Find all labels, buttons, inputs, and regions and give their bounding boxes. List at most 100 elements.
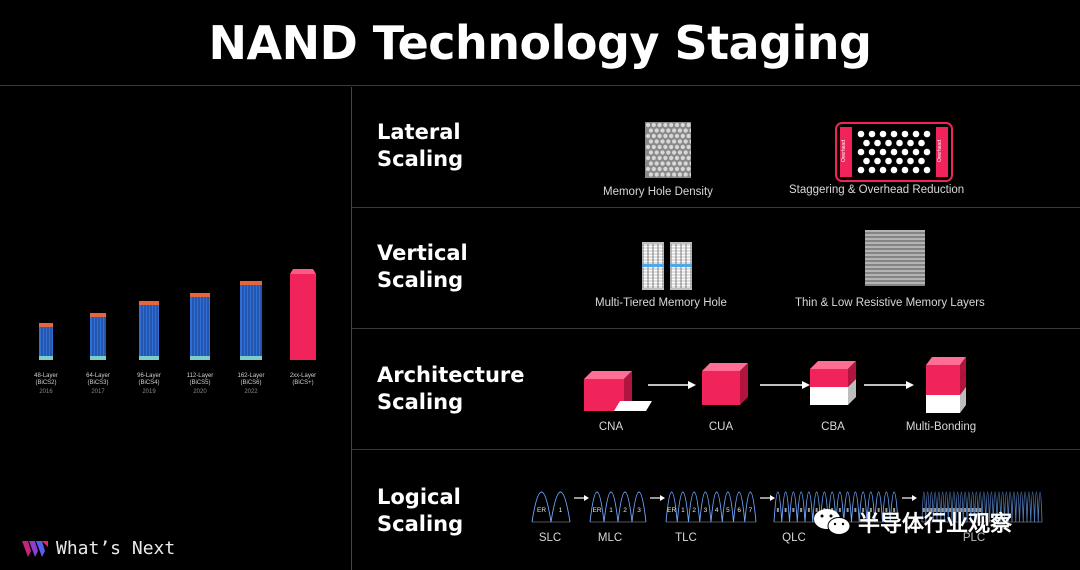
state-label: 1 [559,507,563,514]
state-mark [937,508,940,512]
caption-staggering: Staggering & Overhead Reduction [789,184,965,196]
caption-cba: CBA [821,421,845,433]
caption-multi-tiered: Multi-Tiered Memory Hole [595,297,727,309]
thin-memory-layers-icon [865,230,925,286]
layer-stack-label: 96-Layer(BiCS4) [137,373,161,386]
distribution-arrow [760,495,775,501]
state-mark [862,508,865,512]
state-label: ER [592,507,601,514]
brand-text: What’s Next [56,538,176,559]
state-mark [945,508,948,512]
state-mark [934,508,937,512]
layer-stack-1 [39,323,53,360]
state-label: 3 [637,507,641,514]
state-label: 2 [623,507,627,514]
state-mark [926,508,929,512]
layer-stack-2 [90,313,106,360]
page-title: NAND Technology Staging [208,15,872,70]
state-mark [877,508,880,512]
state-mark [964,508,967,512]
caption-tlc: TLC [675,532,697,544]
state-mark [846,508,849,512]
state-mark [971,508,974,512]
layer-stack-label: 48-Layer(BiCS2) [34,373,58,386]
cba-block-icon [810,361,856,405]
title-bar: NAND Technology Staging [0,0,1080,86]
layer-stack-year: 2020 [193,389,207,395]
state-mark [815,508,818,512]
memory-hole-density-icon [645,122,691,178]
state-mark [975,508,978,512]
state-label: 7 [749,507,753,514]
cua-block-icon [702,363,748,405]
caption-cua: CUA [708,421,734,433]
wechat-icon [814,509,851,535]
state-mark [967,508,970,512]
watermark-text: 半导体行业观察 [858,512,1013,537]
row-vertical-scaling: Vertical Scaling Multi-Tiered Memory Hol… [352,208,1080,329]
state-label: 4 [715,507,719,514]
distribution-arrow [574,495,589,501]
layer-stack-5 [240,281,262,360]
state-label: 1 [609,507,613,514]
layer-stack-label: 64-Layer(BiCS3) [86,373,110,386]
caption-multi-bonding: Multi-Bonding [905,421,977,433]
caption-mlc: MLC [597,532,623,544]
layer-stack-year: 2019 [142,389,156,395]
layer-stack-label: 2xx-Layer(BiCS+) [289,373,317,386]
watermark: 半导体行业观察 [812,506,1012,538]
caption-plc: PLC [962,532,986,544]
state-label: 2 [692,507,696,514]
state-mark [838,508,841,512]
distribution-2: ER 1 2 3 [589,491,647,523]
cna-block-icon [584,371,652,411]
distribution-arrow [650,495,665,501]
state-mark [893,508,896,512]
distribution-arrow [902,495,917,501]
state-mark [960,508,963,512]
state-label: 3 [704,507,708,514]
layer-stack-6 [290,269,316,360]
state-mark [869,508,872,512]
layer-stack-3 [139,301,159,360]
row-label: Logical Scaling [377,485,464,536]
state-mark [979,508,982,512]
distribution-5 [921,491,1043,523]
state-label: 5 [726,507,730,514]
layer-stacks-illustration [39,269,316,360]
state-mark [792,508,795,512]
row-label: Architecture Scaling [377,363,525,414]
layer-stack-year: 2022 [244,389,258,395]
caption-qlc: QLC [782,532,806,544]
architecture-steps-illustration [584,357,966,413]
state-mark [941,508,944,512]
state-mark [784,508,787,512]
row-label: Vertical Scaling [377,241,468,292]
brand: What’s Next [22,538,175,559]
state-mark [807,508,810,512]
state-mark [930,508,933,512]
left-panel: 48-Layer(BiCS2) 2016 64-Layer(BiCS3) 2017 96… [0,87,351,570]
state-label: ER [667,507,676,514]
multi-tiered-memory-hole-icon [642,242,692,290]
row-architecture-scaling: Architecture Scaling [352,329,1080,450]
layer-stack-label: 112-Layer(BiCS5) [186,373,214,386]
caption-memory-hole-density: Memory Hole Density [603,186,713,198]
state-mark [854,508,857,512]
caption-cna: CNA [598,421,624,433]
caption-slc: SLC [538,532,562,544]
state-mark [949,508,952,512]
caption-thin-layers: Thin & Low Resistive Memory Layers [795,297,985,309]
state-mark [776,508,779,512]
staggering-overhead-icon [835,122,953,182]
state-label: 6 [737,507,741,514]
brand-logo-icon [22,540,48,557]
vertical-divider [351,87,352,570]
state-mark [952,508,955,512]
layer-stack-label: 162-Layer(BiCS6) [237,373,265,386]
layer-stack-year: 2017 [91,389,105,395]
layer-stack-year: 2016 [39,389,53,395]
